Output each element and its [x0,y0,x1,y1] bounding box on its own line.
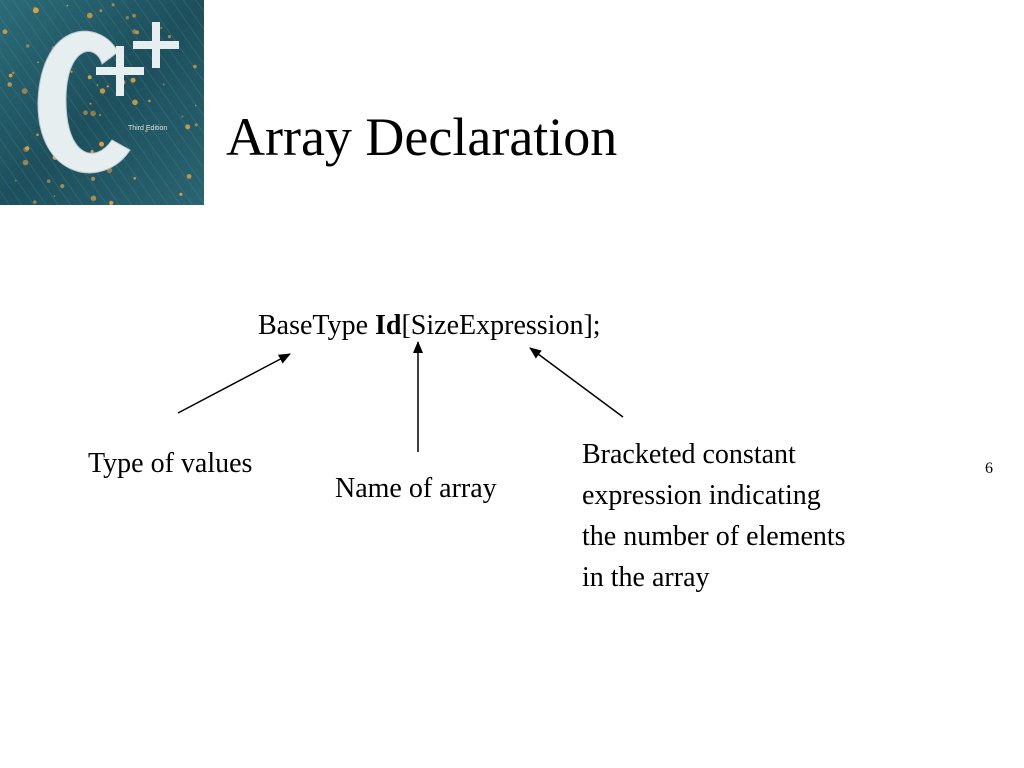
logo-speckle [148,99,151,103]
logo-speckle [91,176,96,181]
logo-speckle [21,88,28,94]
logo-speckle [90,110,96,117]
logo-speckle [98,113,102,117]
id-token: Id [375,310,402,341]
logo-speckle [90,195,97,201]
logo-speckle [90,150,94,153]
logo-speckle [11,71,15,75]
logo-speckle [33,6,36,9]
logo-speckle [133,177,136,180]
label-name-of-array: Name of array [335,473,497,504]
logo-speckle [99,88,106,94]
base-type-token: BaseType [258,310,376,341]
label-bracketed-expression: Bracketed constant expression indicating… [582,434,846,598]
logo-speckle [96,84,99,86]
logo-speckle [33,200,37,204]
logo-speckle [132,99,138,106]
logo-speckle [25,146,30,151]
logo-speckle [66,4,69,7]
cpp-book-cover-icon: Third Edition [0,0,204,205]
logo-speckle [99,141,104,147]
size-expression-token: [SizeExpression]; [401,310,601,341]
logo-speckle [185,124,191,130]
logo-speckle [162,83,165,86]
logo-speckle [14,179,17,182]
label-bracketed-line: in the array [582,562,710,593]
logo-speckle [36,133,39,137]
label-bracketed-line: Bracketed constant [582,439,796,470]
slide-title: Array Declaration [226,107,618,167]
logo-speckle [83,110,88,116]
logo-speckle [70,70,73,73]
logo-subtitle: Third Edition [128,125,167,132]
label-type-of-values: Type of values [88,448,253,479]
logo-speckle [132,29,137,34]
logo-speckle [7,82,12,87]
label-bracketed-line: the number of elements [582,521,846,552]
logo-speckle [186,174,192,179]
label-bracketed-line: expression indicating [582,480,821,511]
logo-speckle [2,29,8,35]
slide-number: 6 [985,460,993,477]
logo-speckle [25,44,30,48]
arrow-to-base-type [177,353,291,414]
logo-speckle [8,73,13,78]
logo-speckle [111,3,115,7]
logo-speckle [181,115,184,118]
logo-speckle [179,192,183,196]
logo-speckle [99,9,103,13]
logo-speckle [22,159,29,166]
logo-speckle [109,200,114,205]
logo-speckle [37,61,39,64]
logo-speckle [86,12,93,19]
logo-speckle [132,13,137,18]
logo-speckle [194,123,198,127]
arrow-to-size-expression [529,347,624,418]
logo-speckle [89,102,92,105]
logo-speckle [160,26,163,30]
array-declaration-syntax: BaseType Id[SizeExpression]; [258,309,601,343]
logo-speckle [130,77,136,83]
logo-speckle [144,129,148,133]
logo-speckle [53,195,56,197]
logo-speckle [33,7,39,14]
logo-speckle [194,104,197,107]
logo-speckle [46,179,51,183]
logo-speckle [106,85,109,88]
logo-speckle [125,16,129,20]
logo-speckle [87,75,92,80]
logo-speckle [60,184,65,189]
logo-speckle [167,35,171,39]
logo-speckle [193,64,197,69]
